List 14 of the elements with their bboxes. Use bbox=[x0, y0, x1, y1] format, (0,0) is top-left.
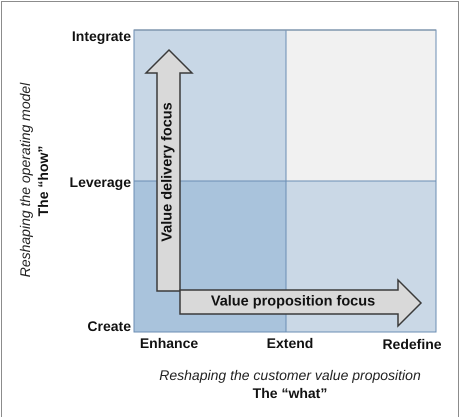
axis-tick-label: Extend bbox=[266, 334, 314, 352]
block-arrow bbox=[145, 49, 193, 292]
axis-tick-label: Redefine bbox=[382, 336, 442, 352]
axis-tick-label: Enhance bbox=[140, 334, 198, 352]
block-arrow bbox=[179, 279, 422, 327]
arrow-label: Value delivery focus bbox=[160, 102, 176, 242]
axis-subtitle: The “how” bbox=[34, 146, 52, 216]
axis-tick-label: Leverage bbox=[70, 174, 131, 190]
axis-tick-label: Create bbox=[87, 318, 131, 334]
arrow-label: Value proposition focus bbox=[210, 294, 376, 310]
axis-subtitle: The “what” bbox=[252, 384, 328, 402]
axis-title: Reshaping the operating model bbox=[16, 82, 34, 278]
axis-tick-label: Integrate bbox=[72, 28, 131, 44]
axis-title: Reshaping the customer value proposition bbox=[159, 366, 421, 384]
